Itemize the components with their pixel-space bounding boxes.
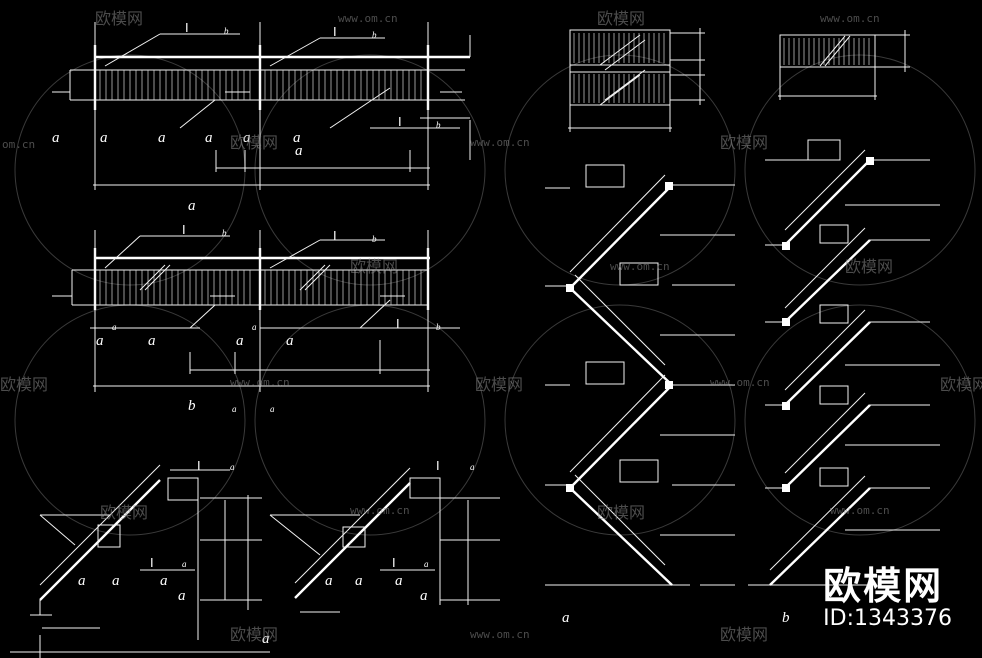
label-b-small: b [436,120,441,130]
watermark-site-text: 欧模网 [845,257,893,276]
watermark-url: www.om.cn [710,376,770,389]
dim-label-a: a [395,573,403,589]
watermark-url: www.om.cn [820,12,880,25]
label-b-small: b [436,322,441,332]
dim-label-a: a [148,333,156,349]
watermark-url: www.om.cn [470,136,530,149]
dim-label-a: a [160,573,168,589]
label-I: I [197,458,201,473]
watermark-site-text: 欧模网 [940,375,982,394]
view-label-a: a [188,198,196,214]
watermark-site-text: 欧模网 [475,375,523,394]
watermark-url: www.om.cn [350,504,410,517]
dim-label-a: a [286,333,294,349]
plan-a: I b I b I b a a a a a a a a [52,20,471,214]
section-bottom-left-2: I a I a a a a a a [262,458,500,647]
dim-label-a: a [325,573,333,589]
watermark-site-text: 欧模网 [597,9,645,28]
watermark-site-text: 欧模网 [100,503,148,522]
watermark-url-partial: om.cn [2,138,35,151]
brand-stamp: 欧模网 ID:1343376 [823,566,952,632]
label-b-small: b [372,234,377,244]
watermark-url: www.om.cn [230,376,290,389]
dim-label-a: a [178,588,186,604]
watermark-url: www.om.cn [338,12,398,25]
dim-label-a: a [262,631,270,647]
brand-id: ID:1343376 [823,606,952,631]
label-I: I [392,555,396,570]
label-b-small: b [224,26,229,36]
watermark-site-text: 欧模网 [350,257,398,276]
label-b-small: b [222,228,227,238]
dim-label-a: a [243,130,251,146]
label-a-small: a [230,462,235,472]
label-I: I [398,114,402,129]
dim-label-a: a [355,573,363,589]
watermark-site-text: 欧模网 [720,133,768,152]
elevation-b: b [748,139,940,626]
watermark-site-text: 欧模网 [230,625,278,644]
plan-b: I b I b I b a a a a a a b a a [52,222,460,414]
dim-label-a: a [293,130,301,146]
label-I: I [150,555,154,570]
view-label-b: b [782,610,790,626]
dim-label-a: a [100,130,108,146]
watermarks: 欧模网 www.om.cn 欧模网 www.om.cn om.cn 欧模网 ww… [0,9,982,644]
dim-label-a: a [295,143,303,159]
label-I: I [333,228,337,243]
view-label-b: b [188,398,196,414]
dim-label-a: a [78,573,86,589]
watermark-site-text: 欧模网 [597,503,645,522]
brand-name: 欧模网 [823,564,944,608]
label-a-small: a [270,404,275,414]
dim-label-a: a [158,130,166,146]
label-I: I [185,20,189,35]
label-a-small: a [470,462,475,472]
dim-label-a: a [96,333,104,349]
label-I: I [396,316,400,331]
watermark-url: www.om.cn [610,260,670,273]
watermark-site-text: 欧模网 [0,375,48,394]
label-a-small: a [182,559,187,569]
plan-top-right-1 [568,28,705,132]
label-a-small: a [252,322,257,332]
watermark-url: www.om.cn [830,504,890,517]
watermark-url: www.om.cn [470,628,530,641]
watermark-site-text: 欧模网 [95,9,143,28]
label-a-small: a [112,322,117,332]
watermark-site-text: 欧模网 [230,133,278,152]
label-a-small: a [424,559,429,569]
dim-label-a: a [52,130,60,146]
dim-label-a: a [236,333,244,349]
label-a-small: a [232,404,237,414]
label-I: I [182,222,186,237]
label-I: I [333,24,337,39]
watermark-site-text: 欧模网 [720,625,768,644]
label-b-small: b [372,30,377,40]
dim-label-a: a [112,573,120,589]
label-I: I [436,458,440,473]
elevation-a: a [545,164,735,626]
dim-label-a: a [420,588,428,604]
dim-label-a: a [205,130,213,146]
watermark-circles [14,54,976,536]
section-bottom-left-1: I a I a a a a a [10,458,270,658]
plan-top-right-2 [778,30,910,100]
view-label-a: a [562,610,570,626]
